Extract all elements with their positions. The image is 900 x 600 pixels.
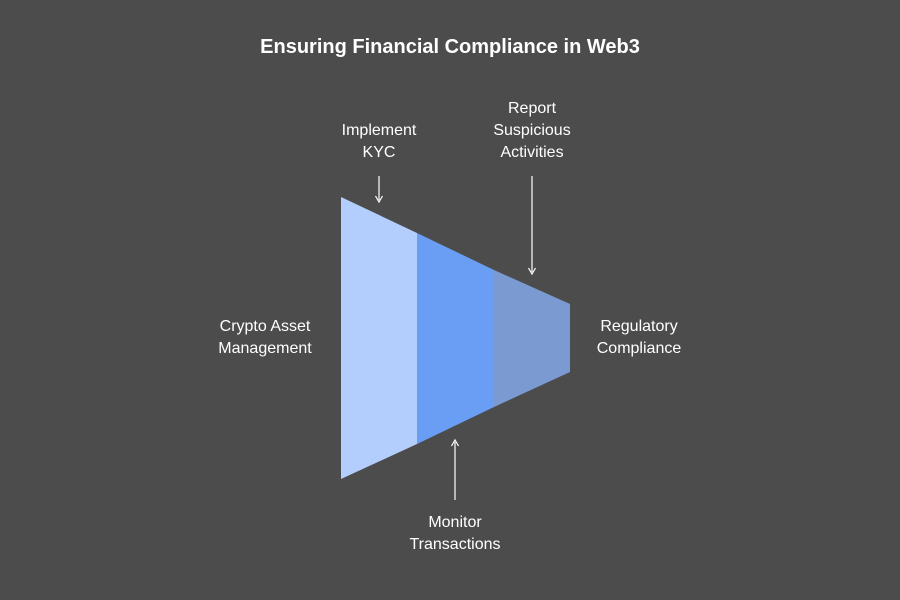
label-line: Implement <box>341 122 417 139</box>
label-line: Activities <box>500 144 564 161</box>
label-line: Management <box>218 340 312 357</box>
label-line: Crypto Asset <box>219 318 311 335</box>
label-line: Regulatory <box>600 318 678 335</box>
funnel-segment-regulatory-compliance <box>494 270 570 407</box>
arrowhead-implement-kyc <box>374 195 384 204</box>
arrowhead-monitor-transactions <box>450 438 460 447</box>
label-regulatory-compliance: Regulatory Compliance <box>578 316 700 360</box>
label-line: Transactions <box>409 536 501 553</box>
diagram-title: Ensuring Financial Compliance in Web3 <box>260 36 640 58</box>
funnel-segment-monitor-transactions <box>417 233 494 444</box>
label-line: Suspicious <box>493 122 571 139</box>
label-line: Compliance <box>596 340 682 357</box>
arrowhead-report-suspicious <box>527 267 537 276</box>
label-monitor-transactions: Monitor Transactions <box>393 512 517 556</box>
label-report-suspicious: Report Suspicious Activities <box>470 98 594 164</box>
label-implement-kyc: Implement KYC <box>319 120 439 164</box>
label-line: Report <box>507 100 557 117</box>
label-crypto-asset-management: Crypto Asset Management <box>200 316 330 360</box>
funnel-segment-crypto-asset-management <box>341 197 417 479</box>
label-line: KYC <box>362 144 396 161</box>
label-line: Monitor <box>428 514 482 531</box>
